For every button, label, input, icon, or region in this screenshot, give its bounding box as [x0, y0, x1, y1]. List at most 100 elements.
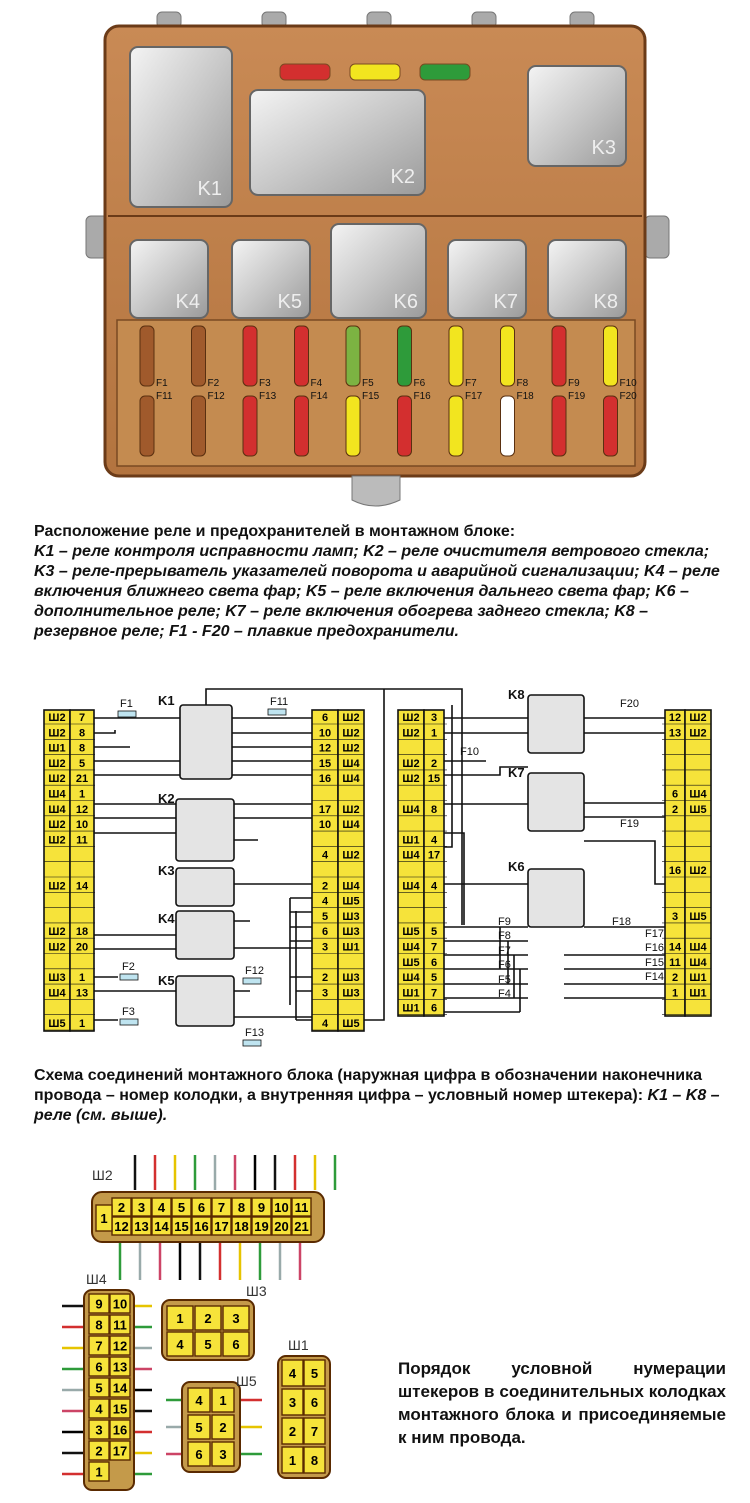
- pin-number: 12: [113, 1339, 127, 1354]
- pin-number: 8: [311, 1453, 318, 1468]
- pin-number: 4: [158, 1200, 166, 1215]
- pin-label: 4: [431, 834, 438, 846]
- pin-number: 14: [113, 1381, 128, 1396]
- pin-label: Ш5: [342, 896, 359, 908]
- pin-number: 4: [195, 1393, 203, 1408]
- pin-number: 14: [154, 1219, 169, 1234]
- pin-label: Ш2: [48, 712, 65, 724]
- fuse-F1: F1: [120, 698, 133, 710]
- fuse-label: F7: [465, 378, 477, 389]
- fuse-F12: F12: [245, 965, 264, 977]
- caption-schematic-text: Схема соединений монтажного блока (наруж…: [34, 1067, 703, 1104]
- pin-number: 3: [232, 1311, 239, 1326]
- fuse-F18: F18: [612, 916, 631, 928]
- pin-label: 14: [76, 880, 89, 892]
- schematic-relay-K3: K3: [158, 863, 175, 878]
- pin-number: 10: [113, 1297, 127, 1312]
- pin-label: 10: [319, 727, 331, 739]
- pin-number: 19: [254, 1219, 268, 1234]
- pin-number: 4: [289, 1366, 297, 1381]
- pin-label: 2: [672, 972, 678, 984]
- pin-label: Ш4: [689, 957, 707, 969]
- spare-fuse: [279, 63, 331, 81]
- fuse-F17: [448, 395, 464, 457]
- pin-label: 8: [79, 743, 85, 755]
- pin-label: Ш4: [342, 758, 360, 770]
- pin-number: 6: [195, 1447, 202, 1462]
- pin-label: 12: [76, 804, 88, 816]
- pin-label: Ш2: [48, 727, 65, 739]
- pin-label: 10: [76, 819, 88, 831]
- caption-connectors-text: Порядок условной нумерации штекеров в со…: [398, 1359, 726, 1447]
- pin-label: Ш4: [402, 880, 420, 892]
- pin-label: Ш2: [342, 712, 359, 724]
- fuse-label: F20: [620, 391, 638, 402]
- pin-label: 8: [79, 727, 85, 739]
- pin-label: Ш4: [689, 789, 707, 801]
- pin-label: 17: [319, 804, 331, 816]
- fuse-F2: F2: [122, 961, 135, 973]
- pin-number: 6: [311, 1395, 318, 1410]
- pin-label: Ш4: [689, 942, 707, 954]
- pin-label: 6: [672, 789, 678, 801]
- pin-label: 2: [672, 804, 678, 816]
- pin-label: 11: [76, 834, 88, 846]
- fuse-F9: [551, 325, 567, 387]
- pin-number: 2: [289, 1424, 296, 1439]
- fuse-F6: [397, 325, 412, 387]
- fuse-label: F6: [414, 378, 426, 389]
- relay-K6: K6: [330, 223, 427, 319]
- pin-label: Ш4: [48, 987, 66, 999]
- fuse-label: F2: [208, 378, 220, 389]
- pin-label: 1: [79, 972, 85, 984]
- pin-label: Ш3: [342, 987, 359, 999]
- pin-label: Ш5: [48, 1018, 65, 1030]
- pin-label: Ш3: [342, 972, 359, 984]
- fuse-F10: F10: [460, 746, 479, 758]
- pin-label: 13: [669, 727, 681, 739]
- pin-label: 10: [319, 819, 331, 831]
- schematic-relay-K7: K7: [508, 765, 525, 780]
- pin-label: 15: [428, 773, 440, 785]
- pin-label: Ш4: [402, 942, 420, 954]
- pin-label: 20: [76, 942, 88, 954]
- pin-number: 5: [311, 1366, 318, 1381]
- pin-label: 5: [322, 911, 328, 923]
- fuse-label: F17: [465, 391, 483, 402]
- pin-label: Ш3: [342, 911, 359, 923]
- pin-label: Ш2: [48, 758, 65, 770]
- pin-number: 11: [113, 1318, 127, 1333]
- pin-label: Ш2: [342, 804, 359, 816]
- pin-label: Ш4: [48, 789, 66, 801]
- caption-schematic: Схема соединений монтажного блока (наруж…: [34, 1066, 724, 1126]
- pin-label: 17: [428, 850, 440, 862]
- pin-number: 3: [289, 1395, 296, 1410]
- relay-label: K7: [494, 291, 518, 313]
- pin-number: 11: [295, 1200, 309, 1215]
- pin-label: Ш1: [689, 987, 706, 999]
- pin-label: 1: [672, 987, 678, 999]
- fuse-F17: F17: [645, 928, 664, 940]
- pin-label: 6: [322, 926, 328, 938]
- fuse-F13: F13: [245, 1027, 264, 1039]
- fuse-F12: [191, 395, 206, 457]
- pin-number: 9: [95, 1297, 102, 1312]
- pin-label: 4: [322, 1018, 329, 1030]
- fuse-label: F13: [259, 391, 277, 402]
- connector-sh5-label: Ш5: [236, 1373, 257, 1389]
- pin-label: 3: [431, 712, 437, 724]
- pin-number: 1: [219, 1393, 226, 1408]
- relay-label: K4: [176, 291, 200, 313]
- pin-label: 16: [669, 865, 681, 877]
- relay-label: K5: [278, 291, 302, 313]
- pin-label: 5: [431, 926, 437, 938]
- pin-label: 12: [669, 712, 681, 724]
- fuse-label: F11: [156, 391, 173, 402]
- pin-label: Ш2: [48, 880, 65, 892]
- pin-label: 12: [319, 743, 331, 755]
- caption-schematic-italic: K1 – K8 – реле (см. выше).: [34, 1087, 720, 1124]
